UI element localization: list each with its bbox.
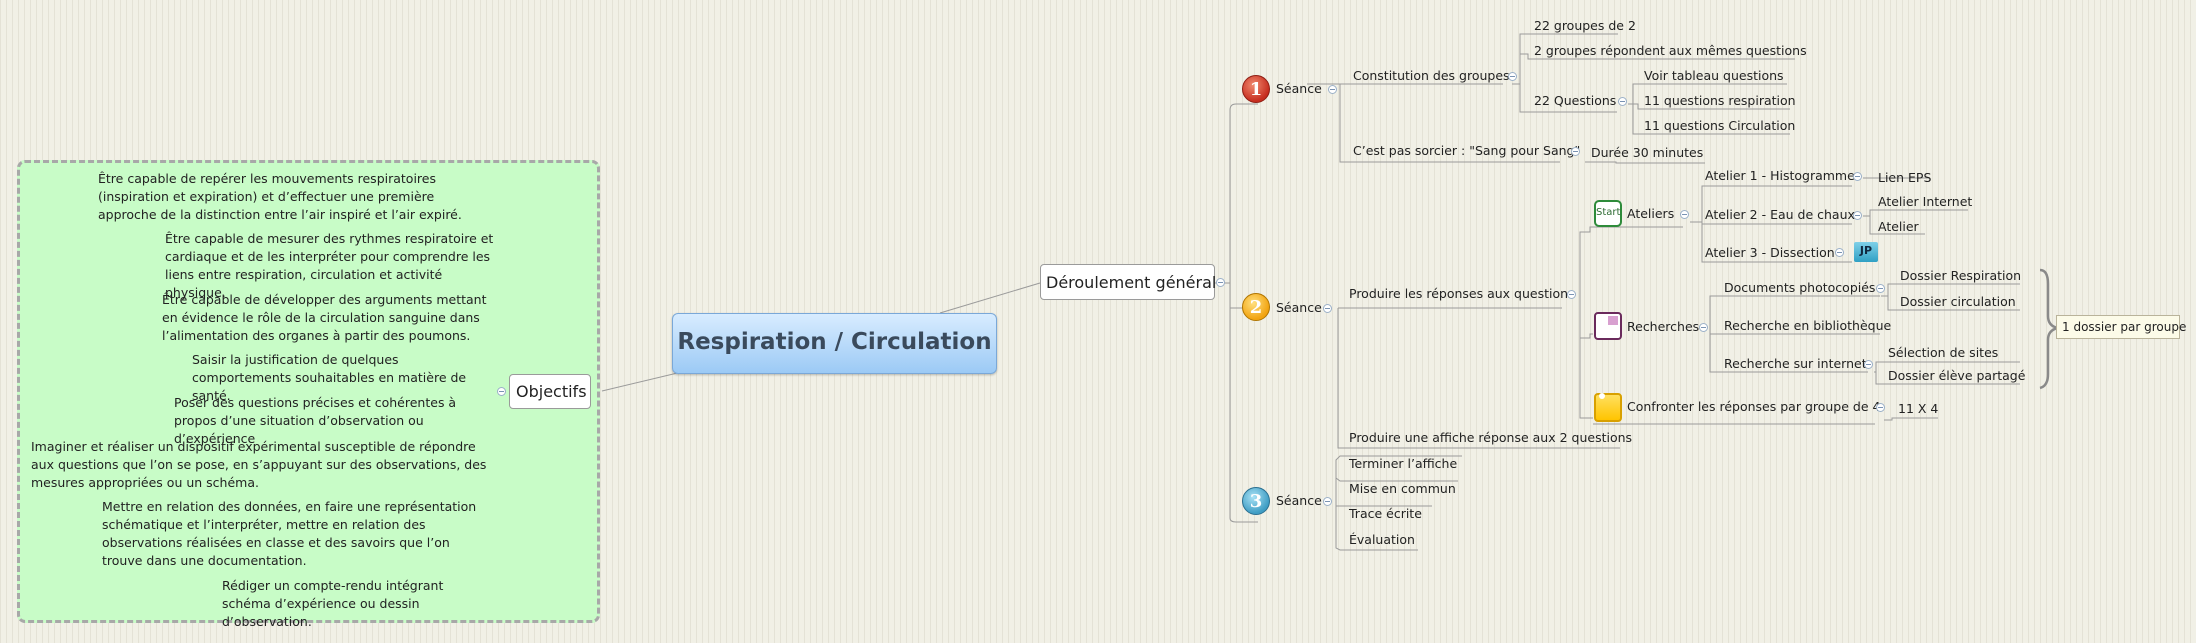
rinternet-collapse-icon[interactable] bbox=[1864, 360, 1873, 369]
jp-icon: JP bbox=[1854, 242, 1878, 262]
deroulement-label: Déroulement général bbox=[1046, 273, 1217, 292]
objectifs-collapse-icon[interactable] bbox=[497, 387, 506, 396]
seance-3-collapse-icon[interactable] bbox=[1323, 497, 1332, 506]
objectif-5: Poser des questions précises et cohérent… bbox=[174, 395, 457, 446]
questions-respiration[interactable]: 11 questions respiration bbox=[1644, 93, 1796, 108]
atelier-internet[interactable]: Atelier Internet bbox=[1878, 194, 1973, 209]
recherche-bibliotheque[interactable]: Recherche en bibliothèque bbox=[1724, 318, 1892, 333]
central-topic[interactable]: Respiration / Circulation bbox=[672, 313, 997, 374]
produire-collapse-icon[interactable] bbox=[1567, 290, 1576, 299]
dossier-respiration[interactable]: Dossier Respiration bbox=[1900, 268, 2022, 283]
produire-reponses[interactable]: Produire les réponses aux questions bbox=[1349, 286, 1575, 301]
jp-label: JP bbox=[1859, 244, 1873, 257]
trace-ecrite[interactable]: Trace écrite bbox=[1349, 506, 1422, 521]
atelier-1[interactable]: Atelier 1 - Histogramme bbox=[1705, 168, 1855, 183]
atelier-2-collapse-icon[interactable] bbox=[1853, 211, 1862, 220]
atelier-3-collapse-icon[interactable] bbox=[1835, 248, 1844, 257]
sang-pour-sang[interactable]: C’est pas sorcier : "Sang pour Sang" bbox=[1353, 143, 1581, 158]
deroulement-topic[interactable]: Déroulement général bbox=[1040, 264, 1217, 300]
terminer-affiche[interactable]: Terminer l’affiche bbox=[1349, 456, 1458, 471]
seance-2-label[interactable]: Séance bbox=[1276, 300, 1322, 315]
mise-en-commun[interactable]: Mise en commun bbox=[1349, 481, 1456, 496]
objectif-1: Être capable de repérer les mouvements r… bbox=[98, 171, 462, 222]
recherches[interactable]: Recherches bbox=[1627, 319, 1700, 334]
docs-collapse-icon[interactable] bbox=[1876, 284, 1885, 293]
start-icon-label: Start bbox=[1596, 207, 1621, 218]
seance-2-collapse-icon[interactable] bbox=[1323, 304, 1332, 313]
central-title: Respiration / Circulation bbox=[677, 329, 992, 355]
seance-3-marker-icon: 3 bbox=[1242, 487, 1270, 515]
questions-circulation[interactable]: 11 questions Circulation bbox=[1644, 118, 1796, 133]
constitution-collapse-icon[interactable] bbox=[1508, 72, 1517, 81]
objectif-3: Être capable de développer des arguments… bbox=[162, 292, 487, 343]
deroulement-collapse-icon[interactable] bbox=[1216, 278, 1225, 287]
atelier-2[interactable]: Atelier 2 - Eau de chaux bbox=[1705, 207, 1855, 222]
objectif-7: Mettre en relation des données, en faire… bbox=[102, 499, 477, 568]
objectif-2: Être capable de mesurer des rythmes resp… bbox=[165, 231, 494, 300]
lien-eps[interactable]: Lien EPS bbox=[1878, 170, 1932, 185]
sorcier-collapse-icon[interactable] bbox=[1571, 147, 1580, 156]
seance-3-label[interactable]: Séance bbox=[1276, 493, 1322, 508]
ateliers[interactable]: Ateliers bbox=[1627, 206, 1675, 221]
document-icon bbox=[1594, 312, 1622, 340]
note-icon bbox=[1594, 393, 1622, 422]
atelier[interactable]: Atelier bbox=[1878, 219, 1919, 234]
selection-sites[interactable]: Sélection de sites bbox=[1888, 345, 1999, 360]
recherches-collapse-icon[interactable] bbox=[1699, 323, 1708, 332]
evaluation[interactable]: Évaluation bbox=[1349, 532, 1415, 547]
atelier-1-collapse-icon[interactable] bbox=[1853, 172, 1862, 181]
ateliers-collapse-icon[interactable] bbox=[1680, 210, 1689, 219]
constitution-groupes[interactable]: Constitution des groupes bbox=[1353, 68, 1510, 83]
dossier-eleve-partage[interactable]: Dossier élève partagé bbox=[1888, 368, 2026, 383]
start-icon: Start bbox=[1594, 200, 1622, 227]
questions-collapse-icon[interactable] bbox=[1618, 97, 1627, 106]
objectifs-topic[interactable]: Objectifs bbox=[509, 374, 591, 409]
produire-affiche[interactable]: Produire une affiche réponse aux 2 quest… bbox=[1349, 430, 1633, 445]
confronter-collapse-icon[interactable] bbox=[1876, 403, 1885, 412]
seance-2-marker-icon: 2 bbox=[1242, 293, 1270, 321]
22-questions[interactable]: 22 Questions bbox=[1534, 93, 1617, 108]
dossier-par-groupe-label: 1 dossier par groupe bbox=[2062, 320, 2187, 334]
documents-photocopies[interactable]: Documents photocopiés bbox=[1724, 280, 1876, 295]
memes-questions[interactable]: 2 groupes répondent aux mêmes questions bbox=[1534, 43, 1807, 58]
groupes-de-2[interactable]: 22 groupes de 2 bbox=[1534, 18, 1636, 33]
objectifs-label: Objectifs bbox=[516, 382, 587, 401]
atelier-3[interactable]: Atelier 3 - Dissection bbox=[1705, 245, 1835, 260]
dossier-circulation[interactable]: Dossier circulation bbox=[1900, 294, 2016, 309]
objectif-4: Saisir la justification de quelques comp… bbox=[192, 352, 467, 403]
objectif-8: Rédiger un compte-rendu intégrant schéma… bbox=[222, 578, 444, 629]
seance-1-label[interactable]: Séance bbox=[1276, 81, 1322, 96]
objectif-6: Imaginer et réaliser un dispositif expér… bbox=[31, 439, 487, 490]
duree[interactable]: Durée 30 minutes bbox=[1591, 145, 1704, 160]
seance-1-marker-icon: 1 bbox=[1242, 75, 1270, 103]
11-x-4[interactable]: 11 X 4 bbox=[1898, 401, 1939, 416]
dossier-par-groupe[interactable]: 1 dossier par groupe bbox=[2056, 315, 2186, 339]
seance-1-collapse-icon[interactable] bbox=[1328, 85, 1337, 94]
voir-tableau[interactable]: Voir tableau questions bbox=[1644, 68, 1784, 83]
recherche-internet[interactable]: Recherche sur internet bbox=[1724, 356, 1867, 371]
confronter-reponses[interactable]: Confronter les réponses par groupe de 4 bbox=[1627, 399, 1881, 414]
